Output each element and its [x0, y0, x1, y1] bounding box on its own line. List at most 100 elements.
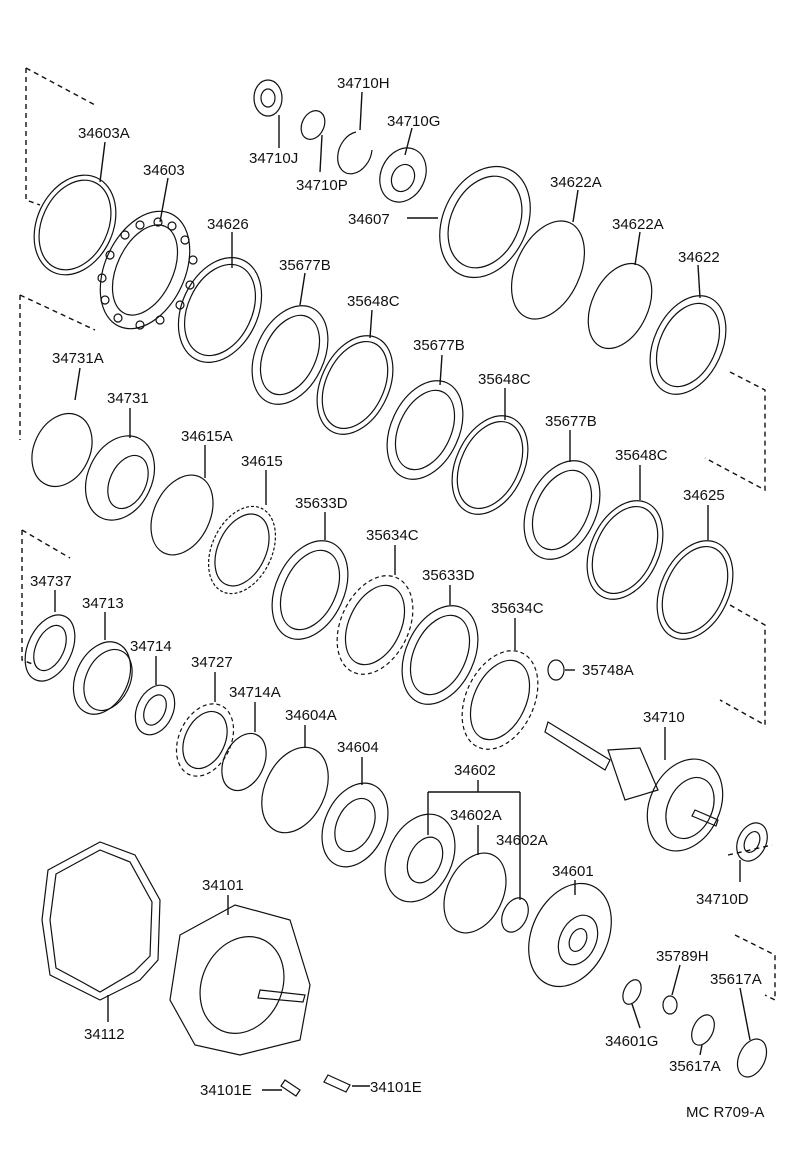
label-34112: 34112 — [84, 1026, 125, 1043]
label-34101: 34101 — [202, 877, 244, 894]
seal-ring-35617A-large — [736, 1038, 768, 1078]
snap-ring-34604A — [261, 746, 329, 834]
label-35677B-1: 35677B — [279, 257, 331, 274]
label-34101E-2: 34101E — [370, 1079, 422, 1096]
race-34714 — [134, 684, 176, 736]
plate-34625 — [656, 540, 734, 640]
label-34710: 34710 — [643, 709, 685, 726]
washer-34710P — [300, 110, 326, 140]
drum-34601 — [528, 882, 612, 988]
label-34710P: 34710P — [296, 177, 348, 194]
label-34602: 34602 — [454, 762, 496, 779]
label-35789H: 35789H — [656, 948, 709, 965]
washer-35748A — [547, 659, 565, 681]
label-34713: 34713 — [82, 595, 124, 612]
snap-ring-34603A — [33, 174, 117, 276]
cylinder-34622 — [649, 295, 727, 395]
label-35648C-3: 35648C — [615, 447, 668, 464]
label-34737: 34737 — [30, 573, 72, 590]
snap-ring-34731A — [31, 412, 93, 488]
snap-ring-34615A — [150, 474, 214, 556]
label-34607: 34607 — [348, 211, 390, 228]
label-34101E-1: 34101E — [200, 1082, 252, 1099]
label-34601G: 34601G — [605, 1033, 658, 1050]
hub-34731 — [84, 435, 156, 521]
disc-35677B-2 — [386, 380, 464, 480]
label-35617A-2: 35617A — [669, 1058, 721, 1075]
seal-ring-35617A-small — [691, 1014, 715, 1046]
leader-lines — [54, 91, 751, 1091]
plate-35634C-2 — [461, 650, 539, 750]
label-34615A: 34615A — [181, 428, 233, 445]
label-35633D-1: 35633D — [295, 495, 348, 512]
label-34710D: 34710D — [696, 891, 749, 908]
washer-34727 — [175, 703, 235, 777]
case-34101 — [169, 904, 311, 1056]
label-34727: 34727 — [191, 654, 233, 671]
label-34603A: 34603A — [78, 125, 130, 142]
label-34622A-1: 34622A — [550, 174, 602, 191]
label-35677B-3: 35677B — [545, 413, 597, 430]
plate-35648C-1 — [316, 335, 394, 435]
label-34731: 34731 — [107, 390, 149, 407]
label-34731A: 34731A — [52, 350, 104, 367]
label-34714A: 34714A — [229, 684, 281, 701]
label-34714: 34714 — [130, 638, 172, 655]
o-ring-34622A-small — [587, 262, 653, 350]
label-34626: 34626 — [207, 216, 249, 233]
washer-35789H — [662, 995, 678, 1015]
snap-ring-34714A — [221, 732, 267, 792]
o-ring-34602A-small — [501, 897, 529, 933]
label-35677B-2: 35677B — [413, 337, 465, 354]
plate-35648C-3 — [586, 500, 664, 600]
bearing-34710G — [379, 147, 427, 203]
disc-35633D-2 — [401, 605, 479, 705]
spring-retainer-34604 — [321, 782, 389, 868]
label-35617A-1: 35617A — [710, 971, 762, 988]
label-34622A-2: 34622A — [612, 216, 664, 233]
nut-34710J — [253, 79, 283, 117]
label-34602A-2: 34602A — [496, 832, 548, 849]
disc-35677B-1 — [251, 305, 329, 405]
bearing-race-34737 — [24, 614, 76, 682]
label-35648C-2: 35648C — [478, 371, 531, 388]
plate-34601G — [622, 979, 642, 1005]
o-ring-34602A-large — [443, 852, 507, 934]
bolt-34101E-1 — [280, 1079, 301, 1097]
label-34710H: 34710H — [337, 75, 390, 92]
thrust-washer-34710D — [736, 822, 768, 862]
piston-34602 — [384, 813, 456, 903]
label-35634C-1: 35634C — [366, 527, 419, 544]
disc-35677B-3 — [523, 460, 601, 560]
plate-35634C-1 — [336, 575, 414, 675]
label-34622: 34622 — [678, 249, 720, 266]
label-34604A: 34604A — [285, 707, 337, 724]
label-35634C-2: 35634C — [491, 600, 544, 617]
label-35648C-1: 35648C — [347, 293, 400, 310]
dashed-guide-lines — [19, 67, 776, 1002]
label-35748A: 35748A — [582, 662, 634, 679]
spring-retainer-34603 — [97, 210, 198, 330]
label-35633D-2: 35633D — [422, 567, 475, 584]
label-34602A-1: 34602A — [450, 807, 502, 824]
disc-35633D-1 — [271, 540, 349, 640]
plate-34615 — [207, 505, 277, 595]
o-ring-34622A-large — [511, 220, 585, 320]
label-34625: 34625 — [683, 487, 725, 504]
plate-35648C-2 — [451, 415, 529, 515]
output-shaft-34710 — [544, 721, 724, 852]
part-labels: 34603A 34603 34626 34710H 34710G 34710J … — [30, 75, 764, 1121]
label-34603: 34603 — [143, 162, 185, 179]
label-34710G: 34710G — [387, 113, 440, 130]
piston-34607 — [439, 165, 531, 279]
snap-ring-34710H — [337, 131, 373, 175]
clutch-plate-34626 — [177, 257, 263, 363]
one-way-clutch-34713 — [72, 641, 133, 715]
label-34601: 34601 — [552, 863, 594, 880]
label-34615: 34615 — [241, 453, 283, 470]
diagram-code: MC R709-A — [686, 1104, 764, 1121]
label-34604: 34604 — [337, 739, 379, 756]
gasket-34112 — [41, 841, 161, 1001]
label-34710J: 34710J — [249, 150, 298, 167]
